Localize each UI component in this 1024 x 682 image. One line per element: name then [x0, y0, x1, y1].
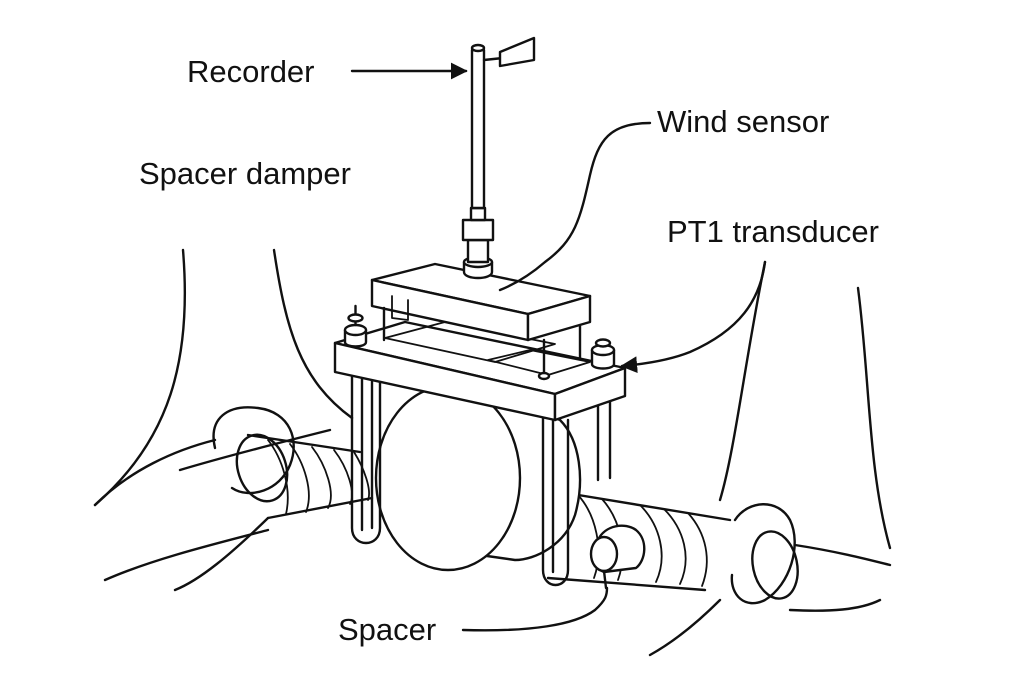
upper-bar — [370, 262, 592, 381]
label-wind-sensor: Wind sensor — [657, 104, 829, 139]
mast — [461, 43, 495, 280]
wind-sensor-leader — [498, 121, 652, 292]
spacer-leader — [461, 586, 609, 632]
nut-left — [343, 304, 368, 348]
right-conductor — [546, 490, 892, 657]
left-conductor — [93, 406, 374, 592]
label-pt1-transducer: PT1 transducer — [667, 214, 879, 249]
label-spacer-damper: Spacer damper — [139, 156, 351, 191]
label-recorder: Recorder — [187, 54, 315, 89]
u-bolts — [350, 370, 612, 587]
wind-vane — [482, 36, 536, 68]
pt1-transducer-arrow — [620, 260, 767, 374]
spacer-damper-right-arm — [718, 260, 892, 550]
nut-right — [590, 338, 616, 370]
label-spacer: Spacer — [338, 612, 436, 647]
spacer-damper-left-arm — [93, 248, 354, 507]
spacer-part — [589, 524, 646, 590]
